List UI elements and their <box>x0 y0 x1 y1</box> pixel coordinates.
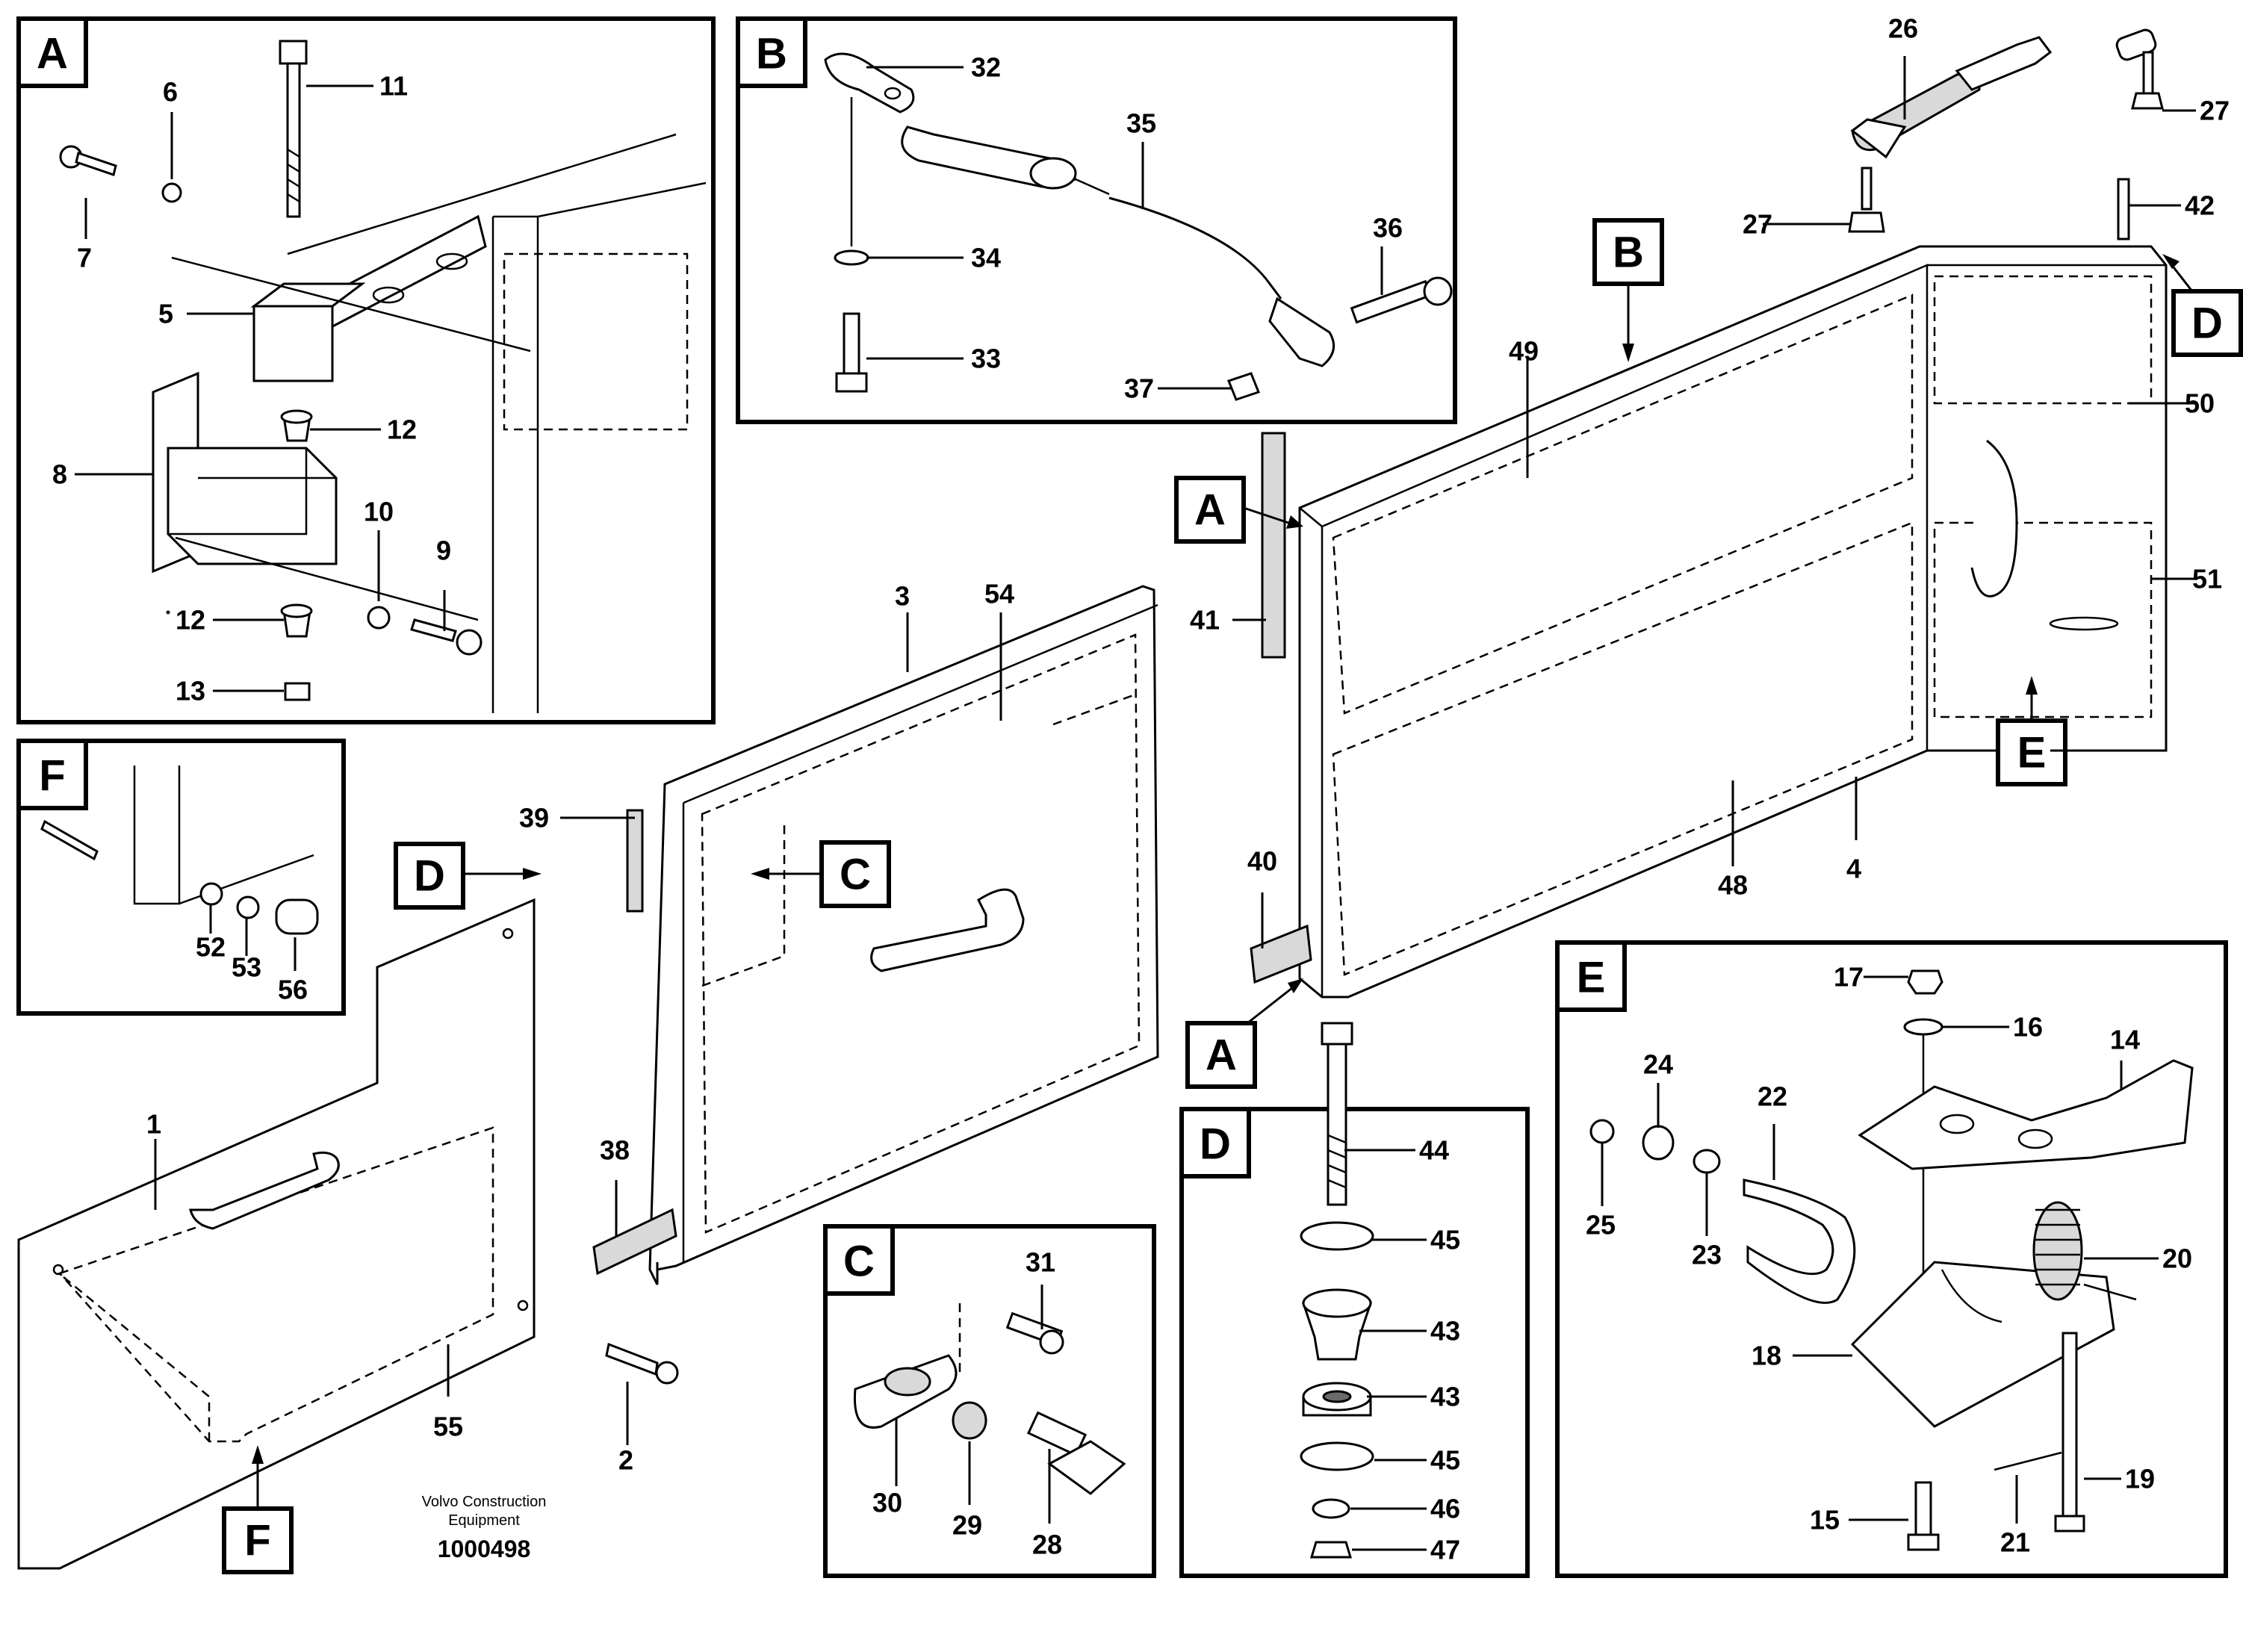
part-label-46: 46 <box>1430 1494 1460 1524</box>
part-label-40: 40 <box>1247 846 1277 877</box>
part-label-41: 41 <box>1190 605 1220 636</box>
detail-e-panel: E <box>1555 940 2228 1578</box>
footer-drawing-number: 1000498 <box>438 1535 531 1562</box>
main-assembly <box>17 28 2168 1570</box>
part-label-17: 17 <box>1834 962 1864 993</box>
part-label-29: 29 <box>952 1510 982 1541</box>
leader-lines <box>75 56 2196 1551</box>
part-label-13: 13 <box>176 676 205 707</box>
part-label-36: 36 <box>1373 213 1403 243</box>
part-label-2: 2 <box>618 1445 633 1476</box>
detail-c-tag: C <box>843 1238 875 1286</box>
part-label-6: 6 <box>163 77 178 108</box>
footer-brand-line2: Equipment <box>448 1512 520 1529</box>
part-label-19: 19 <box>2125 1464 2155 1494</box>
part-label-49: 49 <box>1509 336 1539 367</box>
part-label-7: 7 <box>77 243 92 273</box>
part-label-26: 26 <box>1888 13 1918 44</box>
part-label-14: 14 <box>2110 1025 2140 1055</box>
part-label-56: 56 <box>278 975 308 1005</box>
part-label-27-left: 27 <box>1743 209 1772 240</box>
detail-c-panel: C <box>823 1224 1156 1578</box>
tag-a-main-bottom: A <box>1206 1031 1237 1080</box>
tag-d-main-left: D <box>414 852 445 901</box>
tag-c-main: C <box>840 851 871 899</box>
part-number-labels: 11 6 7 5 12 8 10 9 12 13 32 34 33 35 36 … <box>52 13 2230 1565</box>
part-label-27-right: 27 <box>2200 96 2230 126</box>
part-label-15: 15 <box>1810 1505 1840 1535</box>
detail-a-tag: A <box>37 30 68 78</box>
part-label-32: 32 <box>971 52 1001 83</box>
detail-b-panel: B <box>736 16 1457 424</box>
part-label-53: 53 <box>232 952 261 983</box>
part-label-3: 3 <box>895 581 910 612</box>
tag-d-main-right: D <box>2191 299 2223 348</box>
part-label-54: 54 <box>984 579 1014 609</box>
part-label-12-top: 12 <box>387 414 417 445</box>
part-label-34: 34 <box>971 243 1001 273</box>
part-label-50: 50 <box>2185 388 2215 419</box>
part-label-43-bottom: 43 <box>1430 1382 1460 1412</box>
part-label-38: 38 <box>600 1135 630 1166</box>
detail-d-panel: D <box>1179 1022 1530 1578</box>
part-label-45-top: 45 <box>1430 1225 1460 1255</box>
part-label-11: 11 <box>379 71 408 102</box>
detail-f-tag: F <box>39 752 65 801</box>
part-label-23: 23 <box>1692 1240 1722 1270</box>
part-label-24: 24 <box>1643 1049 1673 1080</box>
part-label-45-bottom: 45 <box>1430 1445 1460 1476</box>
main-tags: B A A D E D C F <box>222 218 2243 1574</box>
part-label-39: 39 <box>519 803 549 833</box>
detail-b-tag: B <box>756 30 787 78</box>
detail-e-tag: E <box>1577 954 1606 1002</box>
part-label-22: 22 <box>1758 1081 1787 1112</box>
tag-arrows <box>252 254 2194 1524</box>
part-label-35: 35 <box>1126 108 1156 139</box>
part-label-31: 31 <box>1026 1247 1055 1278</box>
part-label-12-bottom: 12 <box>176 605 205 636</box>
detail-a-panel: A <box>16 16 716 724</box>
part-label-20: 20 <box>2162 1243 2192 1274</box>
part-label-51: 51 <box>2192 564 2222 594</box>
part-label-42: 42 <box>2185 190 2215 221</box>
part-label-37: 37 <box>1124 373 1154 404</box>
part-label-47: 47 <box>1430 1535 1460 1565</box>
tag-a-main-top: A <box>1194 486 1226 535</box>
part-label-48: 48 <box>1718 870 1748 901</box>
part-label-4: 4 <box>1846 854 1861 884</box>
part-label-44: 44 <box>1419 1135 1449 1166</box>
footer-brand-line1: Volvo Construction <box>422 1494 547 1510</box>
tag-e-main: E <box>2017 729 2047 777</box>
part-label-5: 5 <box>158 299 173 329</box>
part-label-9: 9 <box>436 535 451 566</box>
tag-b-main: B <box>1613 229 1644 277</box>
part-label-8: 8 <box>52 459 67 490</box>
part-label-21: 21 <box>2000 1527 2030 1558</box>
part-label-33: 33 <box>971 344 1001 374</box>
part-label-55: 55 <box>433 1412 463 1442</box>
part-label-10: 10 <box>364 497 394 527</box>
part-label-25: 25 <box>1586 1210 1616 1240</box>
part-label-16: 16 <box>2013 1012 2043 1043</box>
detail-f-panel: F <box>16 739 346 1016</box>
part-label-18: 18 <box>1752 1341 1781 1371</box>
drawing-footer: Volvo Construction Equipment 1000498 <box>422 1494 547 1562</box>
part-label-1: 1 <box>146 1109 161 1140</box>
detail-d-tag: D <box>1200 1120 1231 1169</box>
part-label-52: 52 <box>196 932 226 963</box>
part-label-28: 28 <box>1032 1530 1062 1560</box>
part-label-30: 30 <box>872 1488 902 1518</box>
part-label-43-top: 43 <box>1430 1316 1460 1347</box>
tag-f-main: F <box>244 1517 270 1565</box>
